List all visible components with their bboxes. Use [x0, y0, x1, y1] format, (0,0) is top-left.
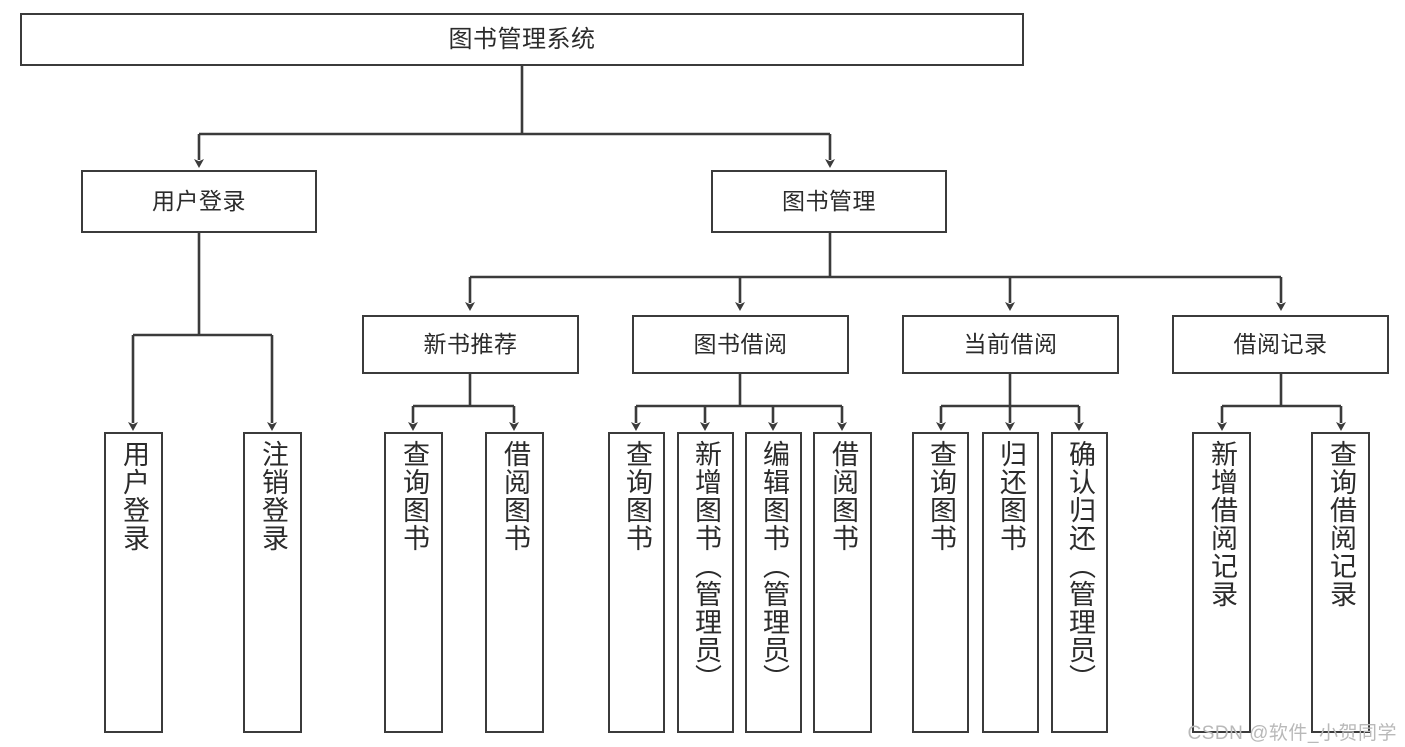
node-label: 确认归还（管理员）: [1064, 440, 1095, 692]
node-user-login[interactable]: 用户登录: [81, 170, 317, 233]
node-label: 查询图书: [621, 440, 652, 552]
node-label: 当前借阅: [963, 331, 1058, 358]
leaf-query-book-borrow[interactable]: 查询图书: [608, 432, 665, 733]
leaf-logout[interactable]: 注销登录: [243, 432, 302, 733]
node-book-management[interactable]: 图书管理: [711, 170, 947, 233]
leaf-query-borrow-record[interactable]: 查询借阅记录: [1311, 432, 1370, 733]
leaf-confirm-return-admin[interactable]: 确认归还（管理员）: [1051, 432, 1108, 733]
node-current-borrow[interactable]: 当前借阅: [902, 315, 1119, 374]
node-label: 用户登录: [152, 188, 246, 215]
node-root-system[interactable]: 图书管理系统: [20, 13, 1024, 66]
leaf-borrow-book-recommend[interactable]: 借阅图书: [485, 432, 544, 733]
leaf-user-login[interactable]: 用户登录: [104, 432, 163, 733]
leaf-return-book[interactable]: 归还图书: [982, 432, 1039, 733]
leaf-query-book-current[interactable]: 查询图书: [912, 432, 969, 733]
node-label: 新书推荐: [423, 331, 518, 358]
node-borrow-record[interactable]: 借阅记录: [1172, 315, 1389, 374]
leaf-add-borrow-record[interactable]: 新增借阅记录: [1192, 432, 1251, 733]
node-label: 查询图书: [398, 440, 429, 552]
leaf-add-book-admin[interactable]: 新增图书（管理员）: [677, 432, 734, 733]
leaf-edit-book-admin[interactable]: 编辑图书（管理员）: [745, 432, 802, 733]
node-label: 新增图书（管理员）: [690, 440, 721, 692]
node-label: 新增借阅记录: [1206, 440, 1237, 608]
node-label: 借阅图书: [499, 440, 530, 552]
leaf-query-book-recommend[interactable]: 查询图书: [384, 432, 443, 733]
watermark: CSDN @软件_小贺同学: [1187, 723, 1397, 744]
node-label: 借阅记录: [1233, 331, 1328, 358]
node-label: 图书管理: [782, 188, 876, 215]
node-book-borrow[interactable]: 图书借阅: [632, 315, 849, 374]
node-label: 查询图书: [925, 440, 956, 552]
node-label: 归还图书: [995, 440, 1026, 552]
node-label: 查询借阅记录: [1325, 440, 1356, 608]
node-label: 编辑图书（管理员）: [758, 440, 789, 692]
node-label: 借阅图书: [827, 440, 858, 552]
leaf-borrow-book[interactable]: 借阅图书: [813, 432, 872, 733]
node-label: 注销登录: [257, 440, 288, 552]
node-new-book-recommend[interactable]: 新书推荐: [362, 315, 579, 374]
node-label: 用户登录: [118, 440, 149, 552]
node-label: 图书管理系统: [448, 25, 596, 53]
node-label: 图书借阅: [693, 331, 788, 358]
